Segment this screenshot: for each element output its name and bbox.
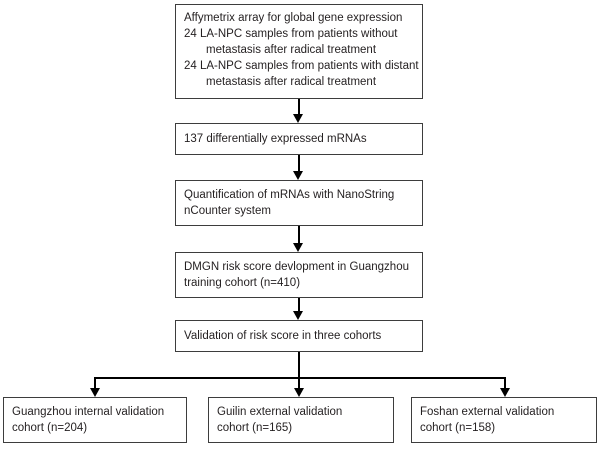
flow-box-dmgn: DMGN risk score devlopment in Guangzhou …: [175, 252, 423, 298]
flow-box-text-line: nCounter system: [184, 205, 271, 217]
branch-horizontal-line: [94, 377, 506, 379]
flow-box-foshan-cohort: Foshan external validation cohort (n=158…: [411, 397, 597, 443]
flow-box-text-line: 137 differentially expressed mRNAs: [184, 133, 367, 145]
flow-box-text-line: cohort (n=165): [217, 422, 293, 434]
flow-box-text-line: Guilin external validation: [217, 406, 343, 418]
arrow-stem: [298, 226, 300, 244]
arrow-stem: [298, 99, 300, 115]
flow-box-text-line: training cohort (n=410): [184, 277, 301, 289]
arrow-stem: [298, 298, 300, 312]
flow-box-text-line: DMGN risk score devlopment in Guangzhou: [184, 261, 409, 273]
flow-box-text-line: 24 LA-NPC samples from patients with dis…: [184, 60, 419, 72]
flow-box-text-line: cohort (n=204): [12, 422, 88, 434]
arrowhead-down-icon: [294, 388, 304, 397]
flow-box-text-line: Guangzhou internal validation: [12, 406, 165, 418]
flow-box-mrnas: 137 differentially expressed mRNAs: [175, 123, 423, 155]
arrowhead-down-icon: [500, 388, 510, 397]
arrowhead-down-icon: [90, 388, 100, 397]
flow-box-affymetrix: Affymetrix array for global gene express…: [175, 4, 423, 99]
flow-box-guangzhou-cohort: Guangzhou internal validation cohort (n=…: [3, 397, 187, 443]
flow-box-text-line: metastasis after radical treatment: [206, 44, 377, 56]
flow-box-text-line: metastasis after radical treatment: [206, 76, 377, 88]
branch-center-stem: [298, 352, 300, 388]
flow-box-guilin-cohort: Guilin external validation cohort (n=165…: [208, 397, 394, 443]
flow-box-text-line: 24 LA-NPC samples from patients without: [184, 28, 398, 40]
branch-right-stem: [504, 377, 506, 389]
flow-box-text-line: Quantification of mRNAs with NanoString: [184, 189, 395, 201]
flow-box-text-line: Validation of risk score in three cohort…: [184, 330, 382, 342]
flow-box-validation: Validation of risk score in three cohort…: [175, 320, 423, 352]
branch-left-stem: [94, 377, 96, 389]
flow-box-nanostring: Quantification of mRNAs with NanoString …: [175, 180, 423, 226]
flow-box-text-line: Affymetrix array for global gene express…: [184, 12, 403, 24]
arrowhead-down-icon: [293, 114, 303, 123]
arrowhead-down-icon: [293, 243, 303, 252]
arrow-stem: [298, 155, 300, 172]
arrowhead-down-icon: [293, 171, 303, 180]
arrowhead-down-icon: [293, 311, 303, 320]
flow-box-text-line: Foshan external validation: [420, 406, 555, 418]
flow-box-text-line: cohort (n=158): [420, 422, 496, 434]
